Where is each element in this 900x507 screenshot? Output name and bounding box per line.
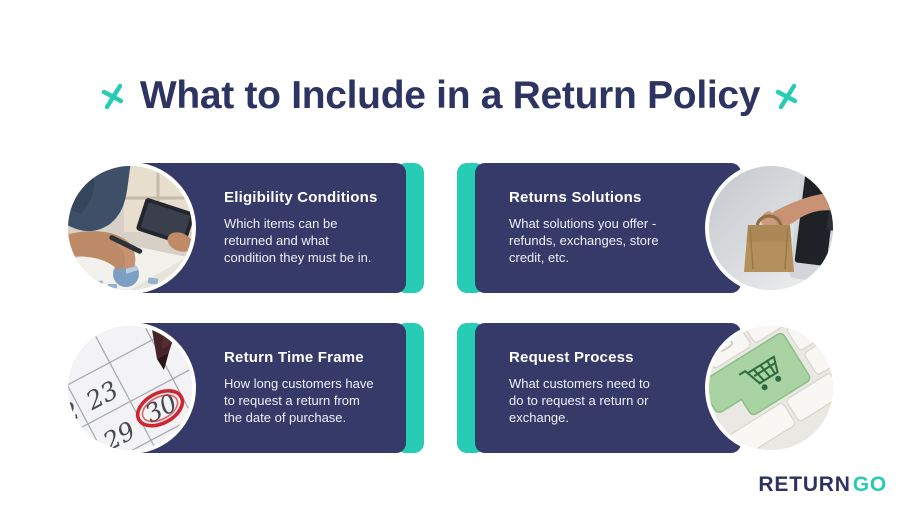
card-description: Which items can be returned and what con… xyxy=(224,216,372,265)
card-title: Returns Solutions xyxy=(509,189,642,206)
card-title: Request Process xyxy=(509,349,634,366)
card-title: Eligibility Conditions xyxy=(224,189,378,206)
card-description: What customers need to do to request a r… xyxy=(509,376,650,425)
card-description: How long customers have to request a ret… xyxy=(224,376,374,425)
card-return-time-frame: 2 23 29 30 Return Time Frame How long cu… xyxy=(64,322,424,454)
card-returns-solutions: Returns Solutions What solutions you off… xyxy=(457,162,837,294)
card-panel xyxy=(475,323,741,453)
card-panel xyxy=(475,163,741,293)
brand-go-text: GO xyxy=(852,473,887,496)
brand-return-text: RETURN xyxy=(758,473,851,496)
hand-through-screen-holding-shopping-bag-photo xyxy=(705,162,837,294)
page-title: What to Include in a Return Policy xyxy=(139,74,761,117)
card-eligibility-conditions: Eligibility Conditions Which items can b… xyxy=(64,162,424,294)
card-description: What solutions you offer - refunds, exch… xyxy=(509,216,659,265)
card-text-block: Return Time Frame How long customers hav… xyxy=(224,349,414,426)
card-text-block: Request Process What customers need to d… xyxy=(509,349,714,426)
sparkle-icon xyxy=(101,83,124,110)
returngo-logo: RETURNGO xyxy=(758,473,887,497)
calendar-date-circled-photo: 2 23 29 30 xyxy=(64,322,196,454)
card-request-process: Request Process What customers need to d… xyxy=(457,322,837,454)
keyboard-shopping-cart-key-photo xyxy=(705,322,837,454)
card-text-block: Eligibility Conditions Which items can b… xyxy=(224,189,414,266)
sparkle-icon xyxy=(775,83,798,110)
header: What to Include in a Return Policy xyxy=(0,74,900,118)
analyst-reviewing-documents-photo xyxy=(64,162,196,294)
card-title: Return Time Frame xyxy=(224,349,364,366)
card-text-block: Returns Solutions What solutions you off… xyxy=(509,189,714,266)
